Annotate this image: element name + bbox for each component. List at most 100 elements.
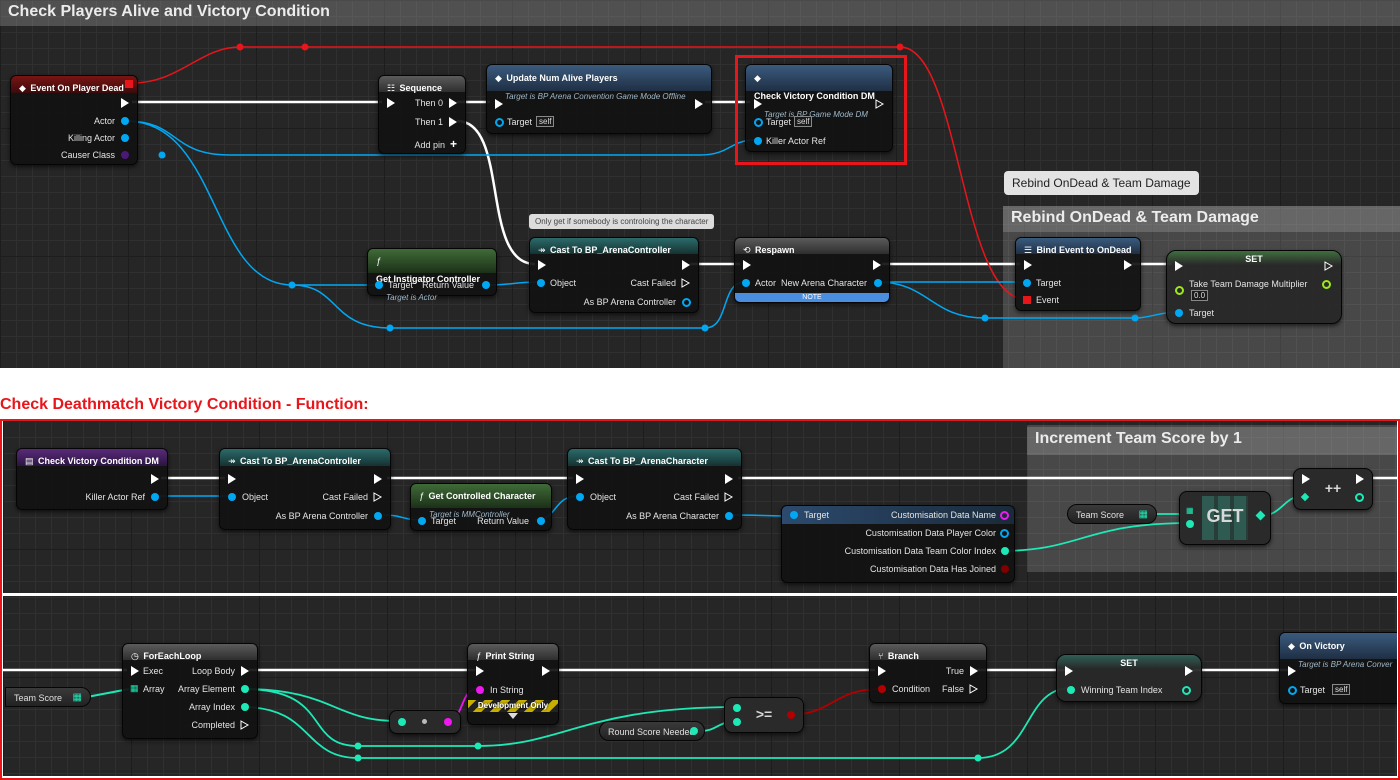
set-value-out-pin[interactable] (1322, 280, 1331, 289)
killing-actor-pin[interactable] (121, 134, 129, 142)
on-victory-target-pin[interactable] (1288, 686, 1297, 695)
foreach-loop-body-pin[interactable] (241, 666, 249, 676)
branch-exec-in[interactable] (878, 666, 886, 676)
bind-event-on-dead-node[interactable]: ☰ Bind Event to OnDead Target Event (1015, 237, 1141, 311)
foreach-loop-node[interactable]: ◷ ForEachLoop Exec Loop Body ▦ Array Arr… (122, 643, 258, 739)
cast-exec-out-pin[interactable] (682, 260, 690, 270)
set-winning-team-index-node[interactable]: SET Winning Team Index (1056, 654, 1202, 702)
cast-char-object-pin[interactable] (576, 493, 584, 501)
update-target-self-field[interactable]: self (536, 116, 555, 127)
branch-condition-pin[interactable] (878, 685, 886, 693)
add-pin-plus-icon[interactable]: + (449, 137, 457, 151)
conversion-out-pin[interactable] (444, 718, 452, 726)
team-score-variable-b[interactable]: Team Score ▦ (5, 687, 91, 707)
bind-target-pin[interactable] (1023, 279, 1031, 287)
increment-exec-out[interactable] (1356, 474, 1364, 484)
cast-to-arena-character-node[interactable]: ↠ Cast To BP_ArenaCharacter Object Cast … (567, 448, 742, 530)
print-in-string-pin[interactable] (476, 686, 484, 694)
then-0-pin[interactable] (449, 98, 457, 108)
greater-equal-node[interactable]: >= (724, 697, 804, 733)
print-exec-in[interactable] (476, 666, 484, 676)
bottom-cast-ctrl-object-pin[interactable] (228, 493, 236, 501)
compare-out-pin[interactable] (787, 711, 795, 719)
foreach-element-pin[interactable] (241, 685, 249, 693)
set-winning-exec-out[interactable] (1185, 666, 1193, 676)
entry-exec-out-pin[interactable] (151, 474, 159, 484)
set-winning-out-pin[interactable] (1182, 686, 1191, 695)
customisation-has-joined-pin[interactable] (1001, 565, 1009, 573)
then-1-pin[interactable] (449, 117, 457, 127)
foreach-index-pin[interactable] (241, 703, 249, 711)
set-exec-in-pin[interactable] (1175, 261, 1183, 271)
add-pin-label[interactable]: Add pin (414, 140, 445, 150)
customisation-team-color-index-pin[interactable] (1001, 547, 1009, 555)
array-in-icon[interactable]: ▦ (1186, 506, 1194, 515)
check-exec-in-pin[interactable] (754, 99, 762, 109)
instigator-target-pin[interactable] (375, 281, 383, 289)
break-target-pin[interactable] (790, 511, 798, 519)
rebind-comment-title[interactable]: Rebind OnDead & Team Damage (1003, 206, 1400, 232)
increment-comment-title[interactable]: Increment Team Score by 1 (1027, 427, 1397, 455)
cast-object-pin[interactable] (537, 279, 545, 287)
actor-pin[interactable] (121, 117, 129, 125)
set-team-damage-node[interactable]: SET Take Team Damage Multiplier 0.0 Targ… (1166, 250, 1342, 324)
sequence-node[interactable]: ☷ Sequence Then 0 Then 1 Add pin + (378, 75, 466, 154)
causer-class-pin[interactable] (121, 151, 129, 159)
set-exec-out-pin[interactable] (1324, 261, 1333, 271)
event-on-player-dead-node[interactable]: ◆ Event On Player Dead Actor Killing Act… (10, 75, 138, 165)
print-string-node[interactable]: ƒ Print String In String Development Onl… (467, 643, 559, 725)
bottom-cast-ctrl-exec-out[interactable] (374, 474, 382, 484)
cast-exec-in-pin[interactable] (538, 260, 546, 270)
update-target-pin[interactable] (495, 118, 504, 127)
get-index-pin[interactable] (1186, 520, 1194, 528)
increment-out-pin[interactable] (1355, 493, 1364, 502)
break-customisation-data-node[interactable]: Target Customisation Data Name Customisa… (781, 505, 1015, 583)
function-entry-node[interactable]: ▤ Check Victory Condition DM Killer Acto… (16, 448, 168, 510)
set-value-in-pin[interactable] (1175, 286, 1184, 295)
round-score-needed-variable[interactable]: Round Score Needed (599, 721, 705, 741)
bind-exec-in-pin[interactable] (1024, 260, 1032, 270)
update-exec-out-pin[interactable] (695, 99, 703, 109)
get-char-target-pin[interactable] (418, 517, 426, 525)
branch-false-pin[interactable] (969, 684, 978, 694)
cast-char-exec-in[interactable] (576, 474, 584, 484)
increment-node[interactable]: ++ (1293, 468, 1373, 510)
foreach-completed-pin[interactable] (240, 720, 249, 730)
respawn-new-char-pin[interactable] (874, 279, 882, 287)
respawn-node[interactable]: ⟲ Respawn Actor New Arena Character NOTE (734, 237, 890, 303)
cast-char-as-pin[interactable] (725, 512, 733, 520)
branch-node[interactable]: ⑂ Branch True Condition False (869, 643, 987, 703)
team-score-variable-a[interactable]: Team Score ▦ (1067, 504, 1157, 524)
respawn-actor-pin[interactable] (742, 279, 750, 287)
on-victory-exec-in[interactable] (1288, 666, 1296, 676)
bind-exec-out-pin[interactable] (1124, 260, 1132, 270)
on-victory-self-field[interactable]: self (1332, 684, 1351, 695)
cast-char-failed-pin[interactable] (724, 492, 733, 502)
compare-a-pin[interactable] (733, 704, 741, 712)
bottom-graph-canvas[interactable]: Increment Team Score by 1 (3, 421, 1397, 776)
compare-b-pin[interactable] (733, 718, 741, 726)
respawn-exec-out-pin[interactable] (873, 260, 881, 270)
set-winning-in-pin[interactable] (1067, 686, 1075, 694)
killer-actor-ref-pin[interactable] (754, 137, 762, 145)
update-exec-in-pin[interactable] (495, 99, 503, 109)
conversion-in-pin[interactable] (398, 718, 406, 726)
respawn-exec-in-pin[interactable] (743, 260, 751, 270)
event-delegate-pin[interactable] (125, 80, 133, 88)
int-to-string-conversion-node[interactable] (389, 710, 461, 734)
set-target-pin[interactable] (1175, 309, 1183, 317)
bind-event-pin[interactable] (1023, 296, 1031, 304)
check-exec-out-pin[interactable] (875, 99, 884, 109)
check-target-pin[interactable] (754, 118, 763, 127)
increment-exec-in[interactable] (1302, 474, 1310, 484)
sequence-exec-in-pin[interactable] (387, 98, 395, 108)
print-exec-out[interactable] (542, 666, 550, 676)
cast-as-pin[interactable] (682, 298, 691, 307)
entry-killer-pin[interactable] (151, 493, 159, 501)
set-value-field[interactable]: 0.0 (1191, 290, 1209, 301)
round-score-out-pin[interactable] (690, 727, 698, 735)
bottom-cast-ctrl-exec-in[interactable] (228, 474, 236, 484)
